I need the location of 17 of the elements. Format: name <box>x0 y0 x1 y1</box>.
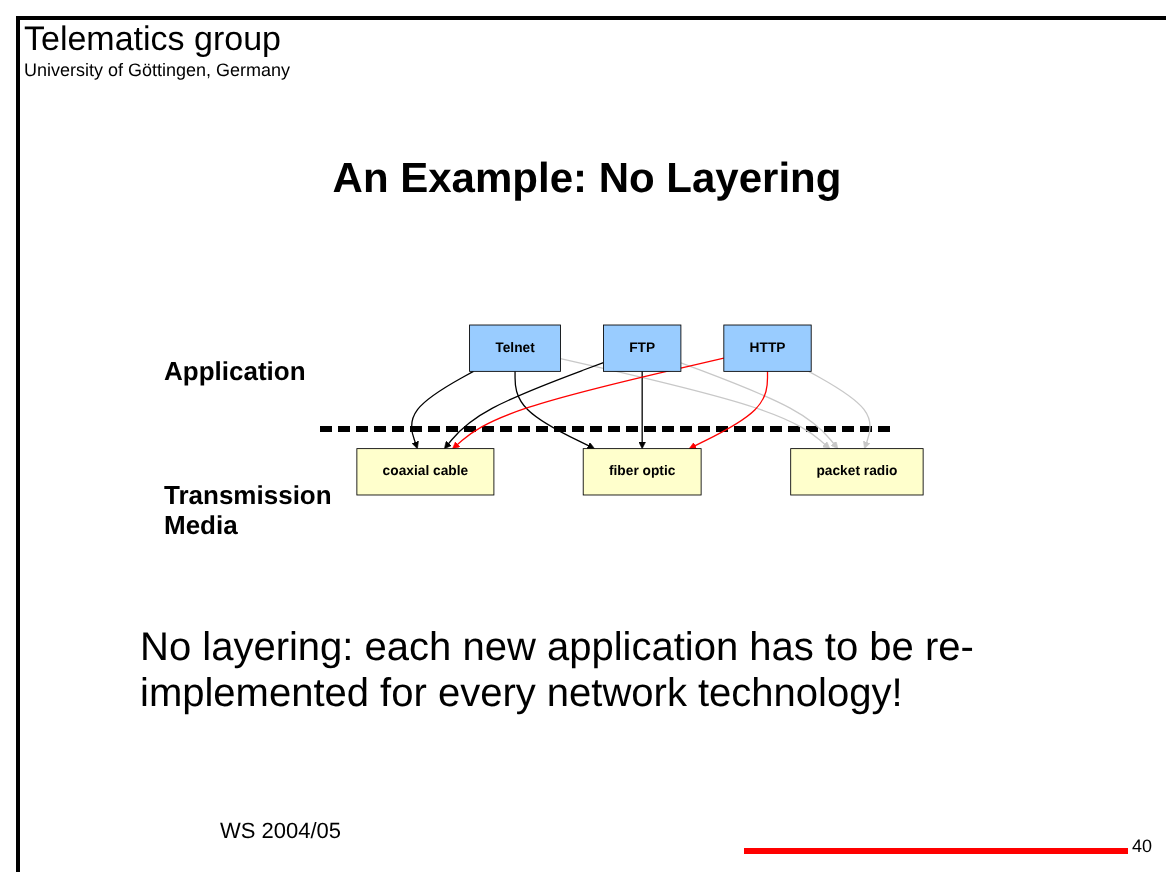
arrow <box>452 357 725 449</box>
bullet-text: No layering: each new application has to be re-implemented for every network technology! <box>140 626 976 718</box>
arrow <box>680 362 839 449</box>
slide-title: An Example: No Layering <box>330 156 844 204</box>
layer-label: Application <box>164 356 306 386</box>
layer-label: Transmission Media <box>164 480 334 540</box>
header-subtitle: University of Göttingen, Germany <box>24 60 291 80</box>
arrow <box>444 361 605 449</box>
arrow <box>808 370 871 449</box>
arrow <box>514 370 595 450</box>
arrow <box>638 370 646 449</box>
arrow <box>559 357 831 449</box>
arrow <box>688 370 769 449</box>
header-text: Telematics group <box>24 20 282 60</box>
arrow <box>411 370 475 449</box>
footer-text: WS 2004/05 <box>220 820 342 844</box>
page-number: 40 <box>1132 836 1153 856</box>
